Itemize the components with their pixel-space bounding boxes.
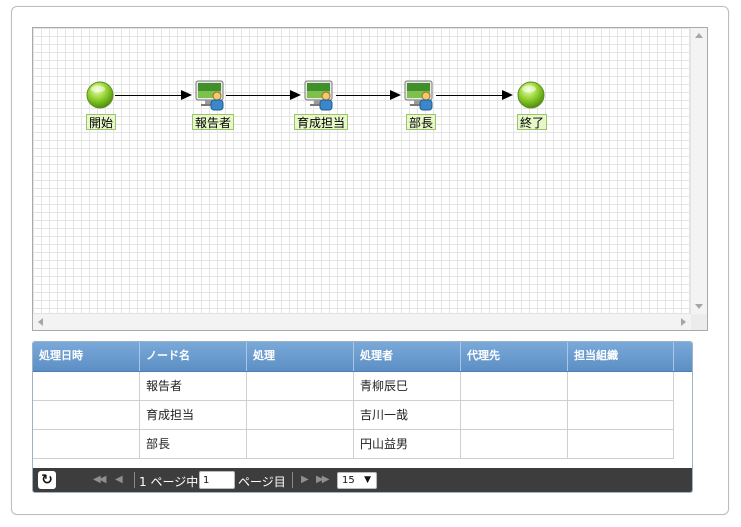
scroll-left-icon[interactable] bbox=[38, 318, 43, 326]
flow-connector bbox=[115, 95, 183, 96]
page-size-select[interactable]: 15 ▼ bbox=[337, 472, 377, 489]
flow-node-end-label: 終了 bbox=[517, 114, 548, 130]
column-header-org[interactable]: 担当組織 bbox=[568, 342, 674, 371]
user-task-icon bbox=[195, 80, 224, 111]
cell-proxy bbox=[461, 401, 568, 429]
column-header-action[interactable]: 処理 bbox=[247, 342, 354, 371]
flow-node-trainer[interactable] bbox=[304, 79, 336, 111]
table-row[interactable]: 部長 円山益男 bbox=[33, 430, 674, 459]
user-task-icon bbox=[404, 80, 433, 111]
table-row[interactable]: 育成担当 吉川一哉 bbox=[33, 401, 674, 430]
cell-proxy bbox=[461, 430, 568, 458]
horizontal-scrollbar[interactable] bbox=[33, 313, 691, 330]
cell-node: 報告者 bbox=[140, 372, 247, 400]
table-row[interactable]: 報告者 青柳辰巳 bbox=[33, 372, 674, 401]
flow-connector bbox=[436, 95, 504, 96]
cell-org bbox=[568, 372, 674, 400]
cell-action bbox=[247, 401, 354, 429]
flow-node-end[interactable] bbox=[517, 81, 545, 109]
flow-node-reporter[interactable] bbox=[195, 79, 227, 111]
flow-arrowhead bbox=[290, 90, 301, 100]
prev-page-icon[interactable]: ◀ bbox=[115, 474, 123, 485]
flow-node-trainer-label: 育成担当 bbox=[294, 114, 349, 130]
start-circle-icon bbox=[86, 81, 114, 109]
scroll-right-icon[interactable] bbox=[681, 318, 686, 326]
flow-node-manager[interactable] bbox=[404, 79, 436, 111]
flow-node-start-label: 開始 bbox=[86, 114, 117, 130]
grid-pager: ↻ ◀◀ ◀ 1 ページ中 ページ目 ▶ ▶▶ 15 ▼ bbox=[33, 468, 692, 492]
cell-processor: 吉川一哉 bbox=[354, 401, 461, 429]
vertical-scrollbar[interactable] bbox=[690, 28, 707, 314]
cell-action bbox=[247, 430, 354, 458]
cell-org bbox=[568, 401, 674, 429]
flow-node-manager-label: 部長 bbox=[406, 114, 437, 130]
flow-arrowhead bbox=[181, 90, 192, 100]
page-number-input[interactable] bbox=[199, 471, 235, 489]
page-size-value: 15 bbox=[342, 475, 355, 486]
cell-node: 部長 bbox=[140, 430, 247, 458]
cell-org bbox=[568, 430, 674, 458]
scroll-down-icon[interactable] bbox=[695, 304, 703, 309]
flow-node-reporter-label: 報告者 bbox=[192, 114, 235, 130]
page-suffix-label: ページ目 bbox=[238, 475, 286, 489]
cell-datetime bbox=[33, 372, 140, 400]
last-page-icon[interactable]: ▶▶ bbox=[316, 474, 329, 485]
next-page-icon[interactable]: ▶ bbox=[301, 474, 309, 485]
grid-header: 処理日時 ノード名 処理 処理者 代理先 担当組織 bbox=[33, 342, 692, 372]
flow-connector bbox=[226, 95, 292, 96]
flow-arrowhead bbox=[502, 90, 513, 100]
column-header-node[interactable]: ノード名 bbox=[140, 342, 247, 371]
user-task-icon bbox=[304, 80, 333, 111]
cell-node: 育成担当 bbox=[140, 401, 247, 429]
cell-proxy bbox=[461, 372, 568, 400]
scroll-up-icon[interactable] bbox=[695, 33, 703, 38]
cell-action bbox=[247, 372, 354, 400]
flow-arrowhead bbox=[390, 90, 401, 100]
column-header-datetime[interactable]: 処理日時 bbox=[33, 342, 140, 371]
flow-diagram-canvas[interactable]: 開始 報告者 育成担当 bbox=[32, 27, 708, 331]
pager-divider bbox=[292, 472, 293, 488]
pager-divider bbox=[134, 472, 135, 488]
flow-node-start[interactable] bbox=[86, 81, 114, 109]
scroll-corner bbox=[691, 314, 707, 330]
cell-processor: 円山益男 bbox=[354, 430, 461, 458]
cell-datetime bbox=[33, 401, 140, 429]
chevron-down-icon: ▼ bbox=[364, 475, 371, 485]
flow-connector bbox=[336, 95, 392, 96]
page-count-label: 1 ページ中 bbox=[139, 475, 199, 489]
column-header-proxy[interactable]: 代理先 bbox=[461, 342, 568, 371]
cell-datetime bbox=[33, 430, 140, 458]
end-circle-icon bbox=[517, 81, 545, 109]
column-header-processor[interactable]: 処理者 bbox=[354, 342, 461, 371]
refresh-icon[interactable]: ↻ bbox=[38, 471, 56, 489]
first-page-icon[interactable]: ◀◀ bbox=[93, 474, 106, 485]
process-history-grid: 処理日時 ノード名 処理 処理者 代理先 担当組織 報告者 青柳辰巳 育成担当 … bbox=[32, 341, 693, 493]
cell-processor: 青柳辰巳 bbox=[354, 372, 461, 400]
